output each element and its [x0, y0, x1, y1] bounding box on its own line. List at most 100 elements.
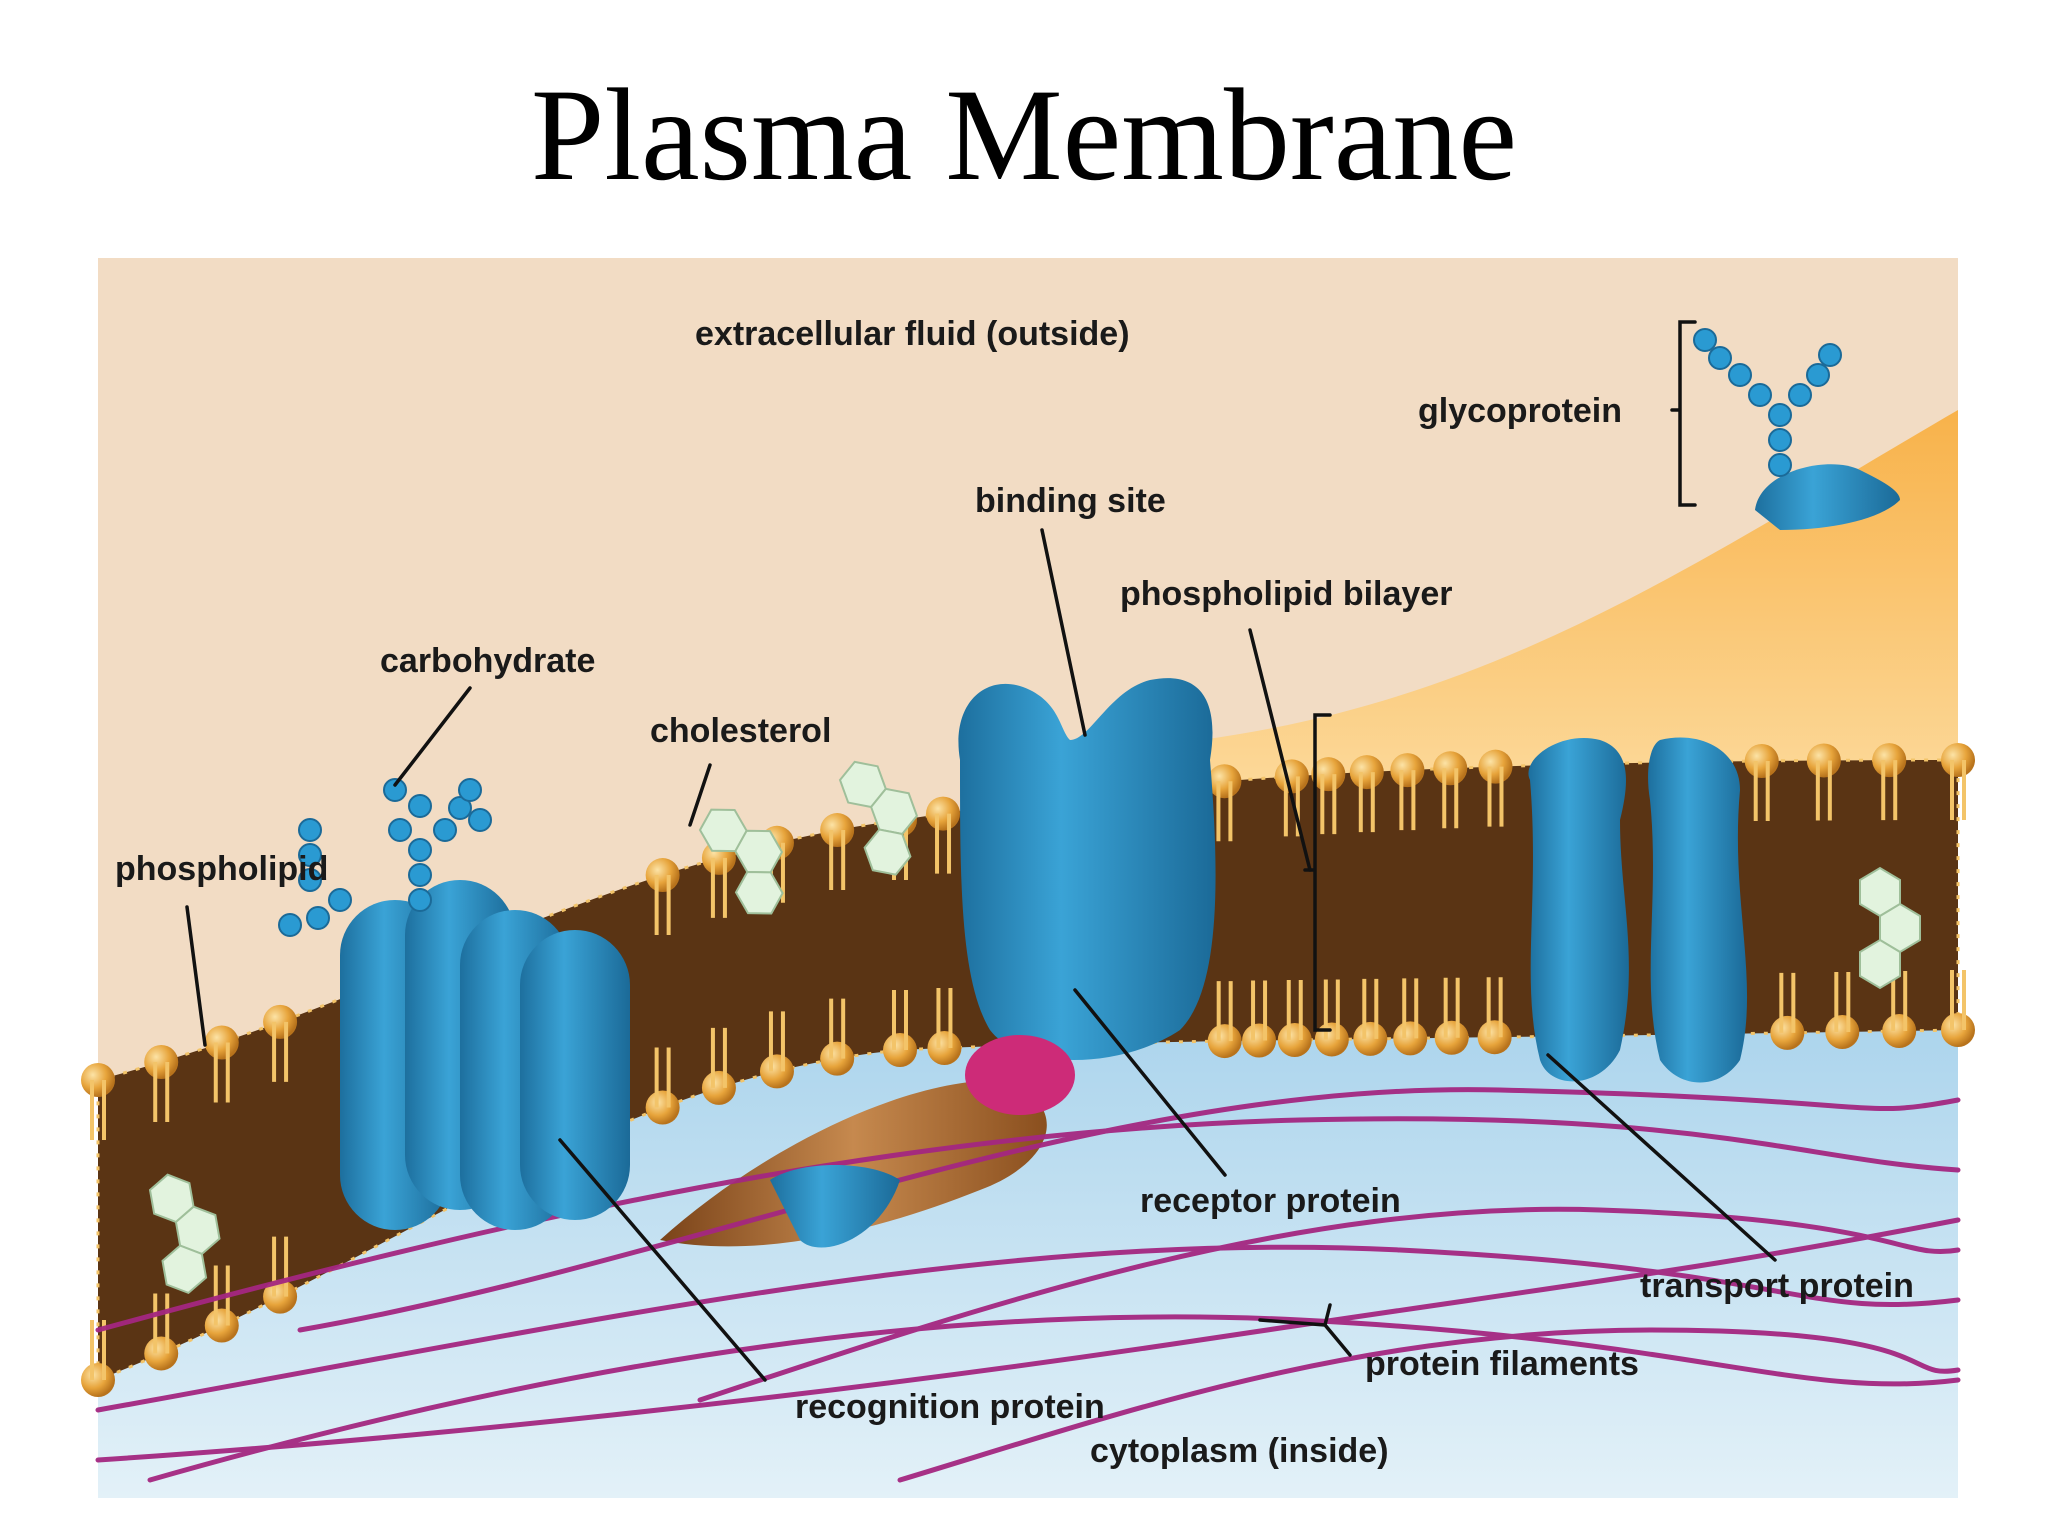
label-protein-filaments: protein filaments: [1365, 1345, 1639, 1383]
lipid-head: [1274, 759, 1309, 794]
lipid-head: [1207, 1024, 1242, 1059]
lipid-head: [820, 813, 855, 848]
lipid-head: [927, 1031, 962, 1066]
lipid-tail: [1834, 971, 1851, 1032]
carbohydrate-leader: [393, 686, 472, 787]
cholesterol-leader: [688, 763, 712, 827]
glycoprotein: [1693, 328, 1900, 530]
lipid-head: [263, 1279, 298, 1314]
binding-site-leader: [1040, 528, 1087, 737]
peripheral-protein: [770, 1165, 900, 1248]
phospholipid-leader: [185, 905, 207, 1047]
lipid-tail: [1251, 980, 1268, 1041]
lipid-tail: [829, 830, 846, 891]
lipid-tail: [1753, 760, 1770, 821]
lipid-head: [1311, 757, 1346, 792]
lipid-head: [1477, 1020, 1512, 1055]
lipid-tail: [1358, 772, 1375, 833]
lipid-head: [1277, 1023, 1312, 1057]
label-glycoprotein: glycoprotein: [1418, 392, 1622, 430]
lipid-tail: [1815, 760, 1832, 821]
label-carbohydrate: carbohydrate: [380, 642, 595, 680]
lipid-head: [1872, 743, 1907, 778]
lipid-tail: [936, 988, 953, 1048]
lipid-tail: [90, 1080, 106, 1140]
label-phospholipid-bilayer: phospholipid bilayer: [1120, 575, 1452, 613]
lipid-tail: [710, 857, 727, 918]
lipid-tail: [1286, 980, 1303, 1040]
lipid-tail: [710, 1027, 727, 1088]
lipid-tails: [90, 760, 1966, 1380]
lipid-head: [1434, 1020, 1469, 1055]
lipid-head: [645, 858, 680, 893]
lipid-tail: [213, 1042, 230, 1103]
lipid-tail: [272, 1021, 289, 1082]
carbohydrate-chain: [278, 778, 492, 937]
lipid-tail: [1402, 978, 1419, 1039]
lipid-tail: [1216, 981, 1233, 1042]
label-cytoplasm: cytoplasm (inside): [1090, 1432, 1389, 1470]
lipid-head: [883, 1033, 917, 1067]
lipid-tail: [1362, 978, 1379, 1039]
lipid-head: [645, 1090, 680, 1125]
bilayer-leader: [1248, 628, 1312, 872]
lipid-head: [701, 1070, 736, 1105]
lipid-head: [263, 1004, 298, 1039]
transport-protein: [1528, 737, 1748, 1083]
lipid-tail: [1487, 766, 1504, 827]
label-cholesterol: cholesterol: [650, 712, 831, 750]
lipid-head: [1806, 743, 1841, 778]
lipid-head: [1349, 755, 1384, 790]
glycoprotein-bracket: [1670, 320, 1697, 507]
lipid-head: [81, 1363, 115, 1397]
lipid-head: [144, 1044, 179, 1079]
lipid-head: [1941, 1013, 1975, 1047]
lipid-tail: [1950, 760, 1966, 820]
protein-filaments: [95, 1087, 1961, 1483]
lipid-tail: [654, 1047, 671, 1108]
lipid-tail: [1399, 770, 1416, 831]
lipid-head: [1390, 753, 1425, 788]
lipid-tail: [829, 998, 846, 1059]
lipid-tail: [1320, 774, 1337, 835]
lipid-tail: [1486, 977, 1503, 1038]
lipid-tail: [153, 1293, 170, 1354]
label-extracellular: extracellular fluid (outside): [695, 315, 1130, 353]
lipid-tail: [1779, 972, 1796, 1033]
lipid-heads-inner: [81, 1013, 1975, 1397]
bilayer-core: [98, 760, 1958, 1380]
lipid-head: [1314, 1022, 1349, 1057]
lipid-head: [759, 1054, 794, 1089]
lipid-tail: [153, 1062, 170, 1122]
recognition-protein: [340, 880, 630, 1230]
label-phospholipid: phospholipid: [115, 850, 328, 888]
lipid-tail: [1950, 970, 1966, 1030]
lipid-head: [926, 796, 961, 831]
lipid-head: [1207, 764, 1242, 799]
lipid-tail: [768, 1011, 785, 1072]
page-title: Plasma Membrane: [530, 61, 1518, 208]
lipid-tail: [1881, 760, 1898, 821]
bilayer-tails: [96, 758, 1960, 1383]
lipid-head: [1770, 1015, 1805, 1050]
lipid-tail: [272, 1236, 289, 1297]
lipid-tail: [1442, 768, 1459, 829]
label-transport-protein: transport protein: [1640, 1267, 1914, 1305]
lipid-head: [204, 1025, 239, 1060]
label-binding-site: binding site: [975, 482, 1166, 520]
receptor-protein: [958, 678, 1216, 1060]
receptor-blob: [965, 1035, 1075, 1115]
lipid-tail: [1443, 977, 1460, 1038]
transport-leader: [1546, 1053, 1777, 1262]
lipid-head: [1941, 743, 1975, 777]
lipid-head: [1393, 1021, 1428, 1056]
lipid-head: [1825, 1014, 1860, 1049]
lipid-tail: [892, 990, 908, 1050]
lipid-head: [1433, 751, 1468, 786]
lipid-tail: [1216, 781, 1233, 842]
label-recognition-protein: recognition protein: [795, 1388, 1105, 1426]
lipid-head: [820, 1041, 855, 1076]
lipid-head: [1242, 1023, 1277, 1058]
lipid-tail: [935, 813, 952, 874]
